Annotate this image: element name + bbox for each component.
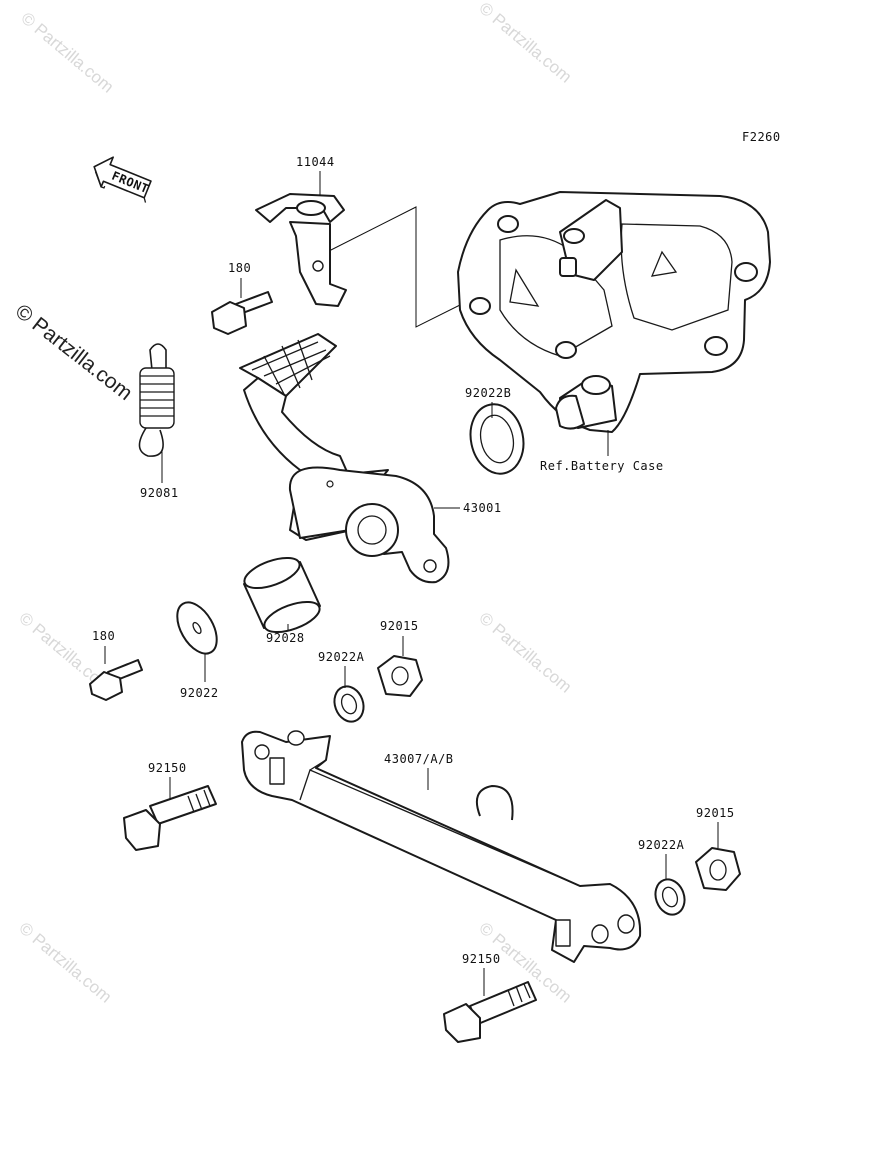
bolt-180-top (211, 291, 273, 335)
washer-92022a-top (333, 685, 365, 723)
washer-92022 (176, 601, 218, 655)
watermark-mid-right: © Partzilla.com (475, 609, 575, 697)
nut-92015-top (377, 655, 423, 697)
brake-pedal-43001 (239, 333, 450, 584)
watermark-top-right: © Partzilla.com (475, 0, 575, 87)
side-watermark: © Partzilla.com (11, 300, 137, 405)
figure-code: F2260 (742, 130, 781, 144)
label-180-bottom: 180 (92, 629, 115, 643)
label-92150-bottom: 92150 (462, 952, 501, 966)
label-92015-right: 92015 (696, 806, 735, 820)
label-92022a-top: 92022A (318, 650, 365, 664)
battery-case-frame (457, 191, 771, 433)
spring-92081 (138, 343, 175, 457)
collar-92028 (243, 556, 321, 634)
label-180-top: 180 (228, 261, 251, 275)
watermark-bottom-left: © Partzilla.com (15, 919, 115, 1007)
bolt-180-bottom (89, 659, 143, 701)
reference-note: Ref.Battery Case (540, 459, 664, 473)
washer-92022b (469, 403, 525, 475)
label-92081: 92081 (140, 486, 179, 500)
leader-bracket-to-frame (324, 206, 475, 328)
bracket-11044 (255, 193, 347, 307)
label-92022: 92022 (180, 686, 219, 700)
front-arrow-icon: FRONT (93, 156, 152, 203)
label-92015-top: 92015 (380, 619, 419, 633)
nut-92015-right (695, 847, 741, 891)
bolt-92150-left (123, 785, 217, 851)
label-11044: 11044 (296, 155, 335, 169)
label-43001: 43001 (463, 501, 502, 515)
label-92150-left: 92150 (148, 761, 187, 775)
label-43007: 43007/A/B (384, 752, 454, 766)
washer-92022a-right (654, 878, 686, 916)
bolt-92150-bottom (443, 981, 537, 1043)
label-92028: 92028 (266, 631, 305, 645)
label-92022b: 92022B (465, 386, 511, 400)
watermark-top-left: © Partzilla.com (17, 9, 117, 97)
label-92022a-right: 92022A (638, 838, 685, 852)
brake-rod-43007 (241, 730, 642, 963)
